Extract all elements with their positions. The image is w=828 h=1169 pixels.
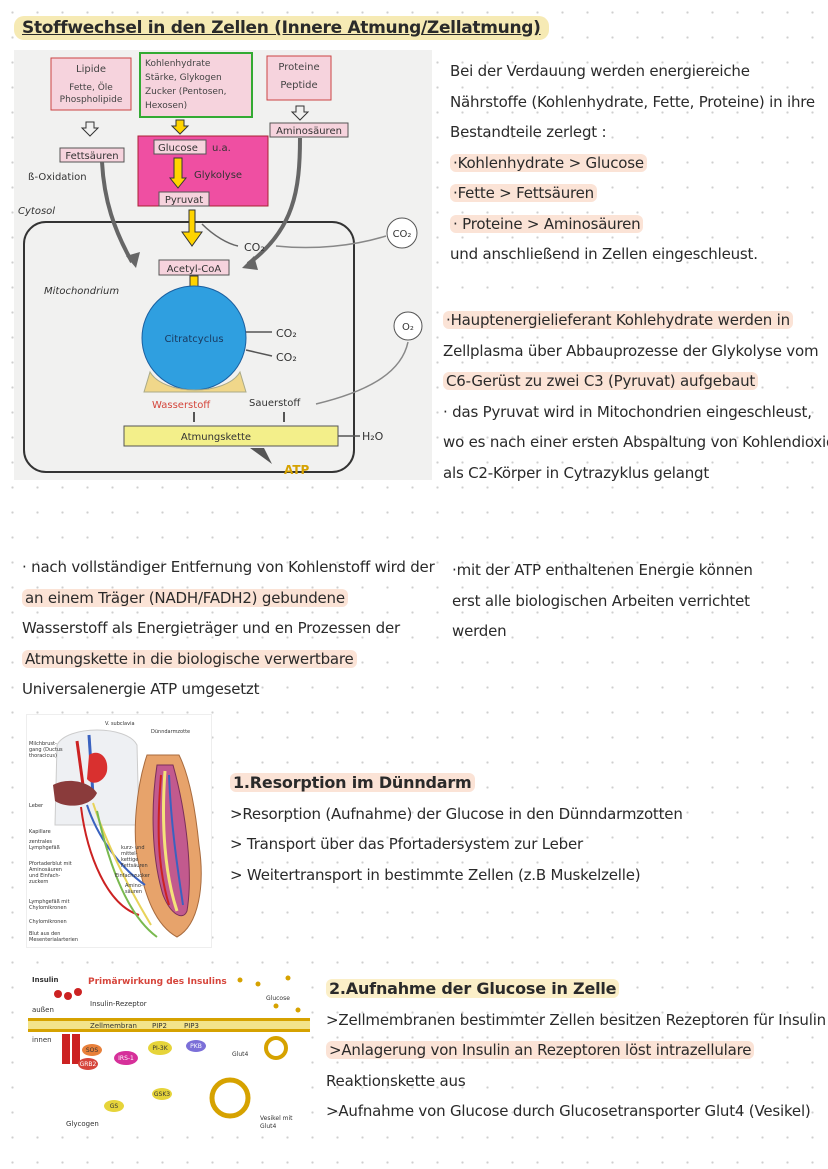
svg-text:Dünndarmzotte: Dünndarmzotte <box>151 729 190 735</box>
atmungskette-label: Atmungskette <box>181 432 251 443</box>
svg-text:und Einfach-: und Einfach- <box>29 873 61 879</box>
svg-text:Leber: Leber <box>29 803 44 809</box>
page-title: Stoffwechsel in den Zellen (Innere Atmun… <box>14 16 549 40</box>
svg-text:Glycogen: Glycogen <box>66 1120 99 1128</box>
svg-text:Hexosen): Hexosen) <box>145 101 187 111</box>
boxidation-label: ß-Oxidation <box>28 172 87 183</box>
svg-text:Blut aus den: Blut aus den <box>29 931 60 937</box>
mitochondrium-label: Mitochondrium <box>44 286 119 297</box>
svg-text:Chylomikronen: Chylomikronen <box>29 919 67 925</box>
cytosol-label: Cytosol <box>18 206 55 217</box>
atp-label: ATP <box>284 463 310 477</box>
svg-text:Milchbrust-: Milchbrust- <box>29 741 57 747</box>
h2o-label: H₂O <box>362 430 384 443</box>
svg-text:kettige: kettige <box>121 857 138 863</box>
fettsaeuren-label: Fettsäuren <box>65 151 118 162</box>
small-intestine-diagram: V. subclavia Dünndarmzotte Milchbrust- g… <box>26 714 212 948</box>
svg-text:PKB: PKB <box>190 1043 202 1050</box>
pyruvat-label: Pyruvat <box>165 195 203 206</box>
insulin-title: Primärwirkung des Insulins <box>88 977 227 987</box>
resorption-section: 1.Resorption im Dünndarm >Resorption (Au… <box>230 773 683 884</box>
digestion-notes: Bei der Verdauung werden energiereiche N… <box>450 62 815 263</box>
svg-text:PI-3K: PI-3K <box>152 1045 168 1052</box>
svg-text:Phospholipide: Phospholipide <box>60 95 123 105</box>
svg-text:Amino-: Amino- <box>125 883 143 889</box>
svg-text:SOS: SOS <box>86 1047 99 1054</box>
svg-text:thoracicus): thoracicus) <box>29 753 57 759</box>
o2-circle-label: O₂ <box>402 322 414 333</box>
co2-label-1: CO₂ <box>244 241 265 254</box>
respiratory-chain-notes: · nach vollständiger Entfernung von Kohl… <box>22 558 435 698</box>
lipide-label: Lipide <box>76 64 106 75</box>
svg-text:innen: innen <box>32 1036 52 1044</box>
svg-text:PIP3: PIP3 <box>184 1022 199 1030</box>
svg-text:zentrales: zentrales <box>29 839 52 845</box>
svg-text:Aminosäuren: Aminosäuren <box>29 867 62 873</box>
proteine-label: Proteine <box>278 62 319 73</box>
insulin-diagram: Insulin Primärwirkung des Insulins außen… <box>28 970 310 1134</box>
svg-text:Glut4: Glut4 <box>232 1051 248 1058</box>
atp-energy-notes: ·mit der ATP enthaltenen Energie können … <box>452 561 753 640</box>
svg-text:GSK3: GSK3 <box>154 1091 170 1098</box>
svg-text:u.a.: u.a. <box>212 143 231 154</box>
svg-text:Vesikel mit: Vesikel mit <box>260 1115 293 1122</box>
svg-text:Zucker (Pentosen,: Zucker (Pentosen, <box>145 87 227 97</box>
svg-text:Fette, Öle: Fette, Öle <box>69 82 113 93</box>
svg-text:mittel-: mittel- <box>121 851 138 857</box>
svg-text:V. subclavia: V. subclavia <box>105 721 135 727</box>
svg-text:Glut4: Glut4 <box>260 1123 276 1130</box>
svg-text:IRS-1: IRS-1 <box>118 1055 134 1062</box>
svg-text:Pfortaderblut mit: Pfortaderblut mit <box>29 861 72 867</box>
svg-text:gang (Ductus: gang (Ductus <box>29 747 63 753</box>
svg-text:außen: außen <box>32 1006 54 1014</box>
svg-text:Fettsäuren: Fettsäuren <box>121 863 148 869</box>
metabolism-diagram: Lipide Fette, Öle Phospholipide Kohlenhy… <box>14 50 432 480</box>
svg-text:Glucose: Glucose <box>266 995 290 1002</box>
glykolyse-label: Glykolyse <box>194 170 242 181</box>
kohlenhydrate-label: Kohlenhydrate <box>145 59 211 69</box>
svg-text:Lymphgefäß: Lymphgefäß <box>29 845 60 851</box>
sauerstoff-label: Sauerstoff <box>249 398 301 409</box>
co2-circle-label: CO₂ <box>393 229 412 240</box>
svg-text:zuckern: zuckern <box>29 879 48 885</box>
svg-text:Stärke, Glykogen: Stärke, Glykogen <box>145 73 222 83</box>
svg-text:Chylomikronen: Chylomikronen <box>29 905 67 911</box>
resorption-heading: 1.Resorption im Dünndarm <box>230 773 475 792</box>
svg-text:Zellmembran: Zellmembran <box>90 1022 137 1030</box>
wasserstoff-label: Wasserstoff <box>152 400 211 411</box>
svg-text:Kapillare: Kapillare <box>29 829 51 835</box>
co2-label-3: CO₂ <box>276 351 297 364</box>
svg-text:Peptide: Peptide <box>280 80 317 91</box>
svg-text:kurz- und: kurz- und <box>121 845 145 851</box>
svg-text:PIP2: PIP2 <box>152 1022 167 1030</box>
glucose-label: Glucose <box>158 143 198 154</box>
svg-text:säuren: säuren <box>125 889 142 895</box>
metabolism-diagram-svg: Lipide Fette, Öle Phospholipide Kohlenhy… <box>14 50 432 480</box>
svg-text:GS: GS <box>110 1103 119 1110</box>
svg-text:GRB2: GRB2 <box>80 1061 97 1068</box>
svg-text:Insulin: Insulin <box>32 976 59 984</box>
glucose-uptake-section: 2.Aufnahme der Glucose in Zelle >Zellmem… <box>326 979 826 1120</box>
svg-text:Einfachzucker: Einfachzucker <box>115 873 151 879</box>
insulin-svg: Insulin Primärwirkung des Insulins außen… <box>28 970 310 1134</box>
glycolysis-notes: ·Hauptenergielieferant Kohlehydrate werd… <box>443 311 828 482</box>
co2-label-2: CO₂ <box>276 327 297 340</box>
citratcyclus-label: Citratcyclus <box>164 334 223 345</box>
acetylcoa-label: Acetyl-CoA <box>167 264 222 275</box>
small-intestine-svg: V. subclavia Dünndarmzotte Milchbrust- g… <box>27 715 211 947</box>
svg-text:Mesenterialarterien: Mesenterialarterien <box>29 937 78 943</box>
aminosaeuren-label: Aminosäuren <box>276 126 342 137</box>
glucose-uptake-heading: 2.Aufnahme der Glucose in Zelle <box>326 979 620 998</box>
svg-text:Lymphgefäß mit: Lymphgefäß mit <box>29 899 70 905</box>
svg-text:Insulin-Rezeptor: Insulin-Rezeptor <box>90 1000 147 1008</box>
